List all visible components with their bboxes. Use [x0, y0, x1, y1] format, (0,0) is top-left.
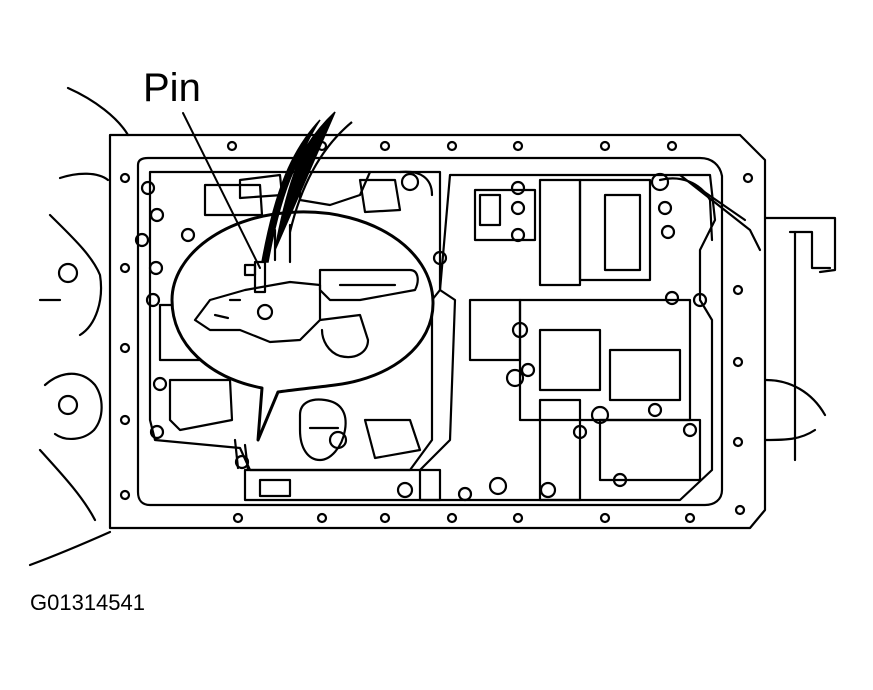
pin-leader-line: [182, 112, 261, 269]
oil-pan-flange: [108, 133, 767, 530]
bolt-holes: [134, 172, 708, 502]
pin-callout-label: Pin: [143, 66, 201, 110]
curved-pointer-arrow: [261, 111, 336, 263]
transmission-case-outline: [28, 86, 837, 567]
figure-code-label: G01314541: [30, 590, 145, 615]
flange-bolt-holes: [119, 140, 754, 524]
magnified-callout-bubble: [170, 210, 435, 442]
arrow-shadow-stroke: [288, 121, 353, 233]
